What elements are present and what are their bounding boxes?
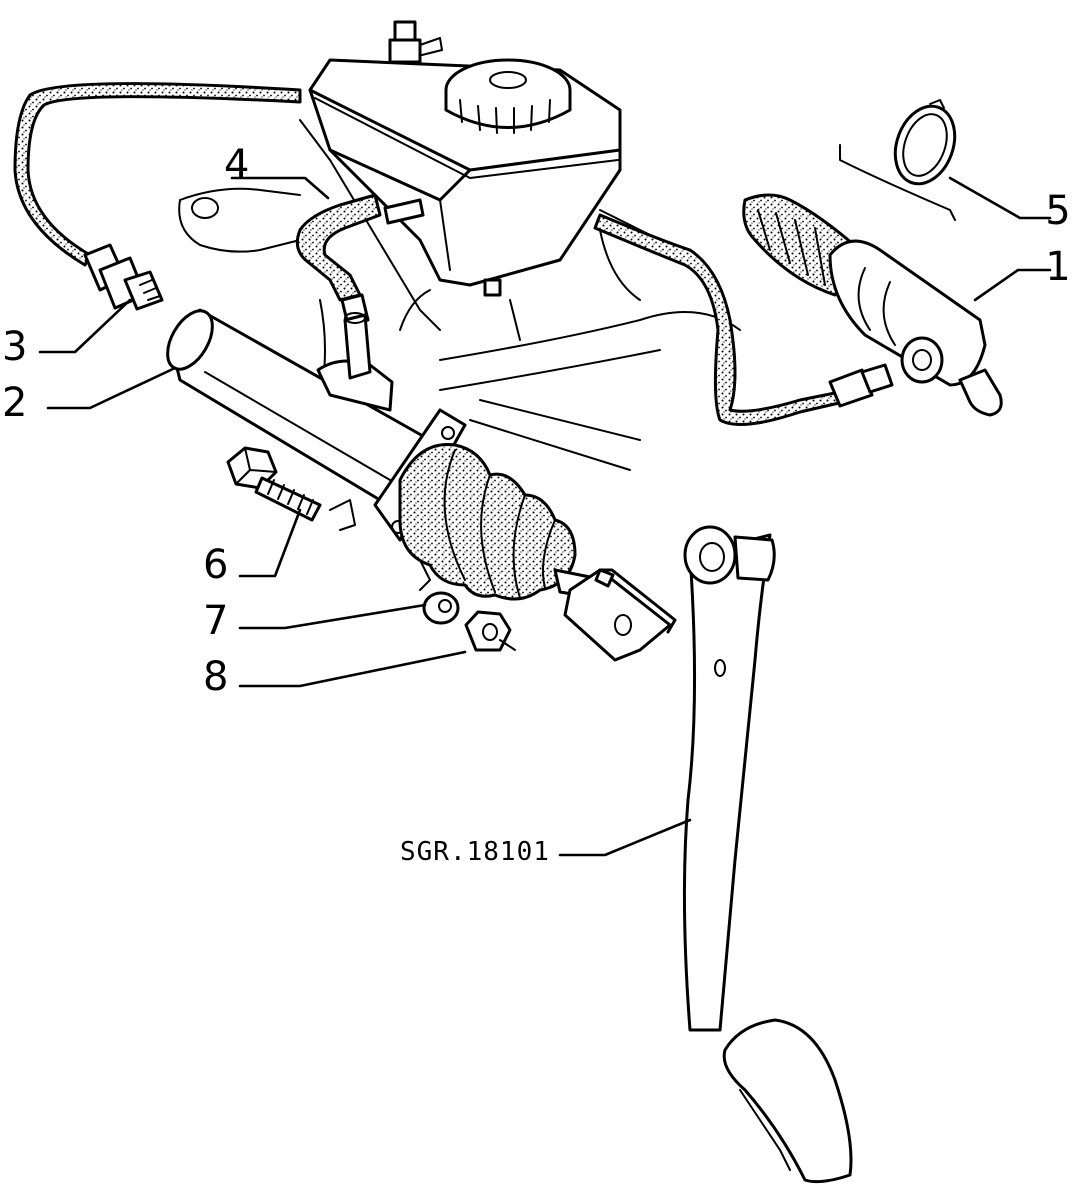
callout-3: 3 xyxy=(2,324,27,370)
leader-line-4 xyxy=(230,176,330,200)
part-3-pipe-fitting xyxy=(83,243,164,311)
part-8-nut xyxy=(464,610,516,652)
callout-4: 4 xyxy=(224,142,249,188)
part-1-slave-cylinder xyxy=(742,193,1003,417)
part-5-circlip xyxy=(839,99,957,221)
part-2-master-cylinder xyxy=(166,308,467,591)
part-4-feed-hose xyxy=(295,193,382,327)
drawing-code: SGR.18101 xyxy=(400,837,550,867)
callout-8: 8 xyxy=(203,654,228,700)
leader-line-8 xyxy=(238,650,467,688)
callout-5: 5 xyxy=(1045,188,1070,234)
part-7-washer xyxy=(422,591,460,625)
part-6-bolt xyxy=(226,446,322,522)
leader-line-7 xyxy=(238,603,427,630)
callout-2: 2 xyxy=(2,380,27,426)
leader-lines xyxy=(38,176,1052,857)
master-cylinder-boot xyxy=(398,442,577,601)
callout-7: 7 xyxy=(203,598,228,644)
fluid-reservoir xyxy=(308,20,622,297)
callout-labels: 1 2 3 4 5 6 7 8 SGR.18101 xyxy=(2,142,1071,867)
leader-line-1 xyxy=(973,268,1052,302)
leader-line-code xyxy=(558,818,692,857)
clutch-pedal xyxy=(682,525,853,1184)
leader-line-2 xyxy=(46,366,177,410)
callout-1: 1 xyxy=(1045,244,1070,290)
callout-6: 6 xyxy=(203,542,228,588)
pushrod-clevis xyxy=(553,568,677,662)
leader-line-6 xyxy=(238,508,302,578)
leader-line-3 xyxy=(38,298,132,354)
leader-line-5 xyxy=(948,176,1052,220)
